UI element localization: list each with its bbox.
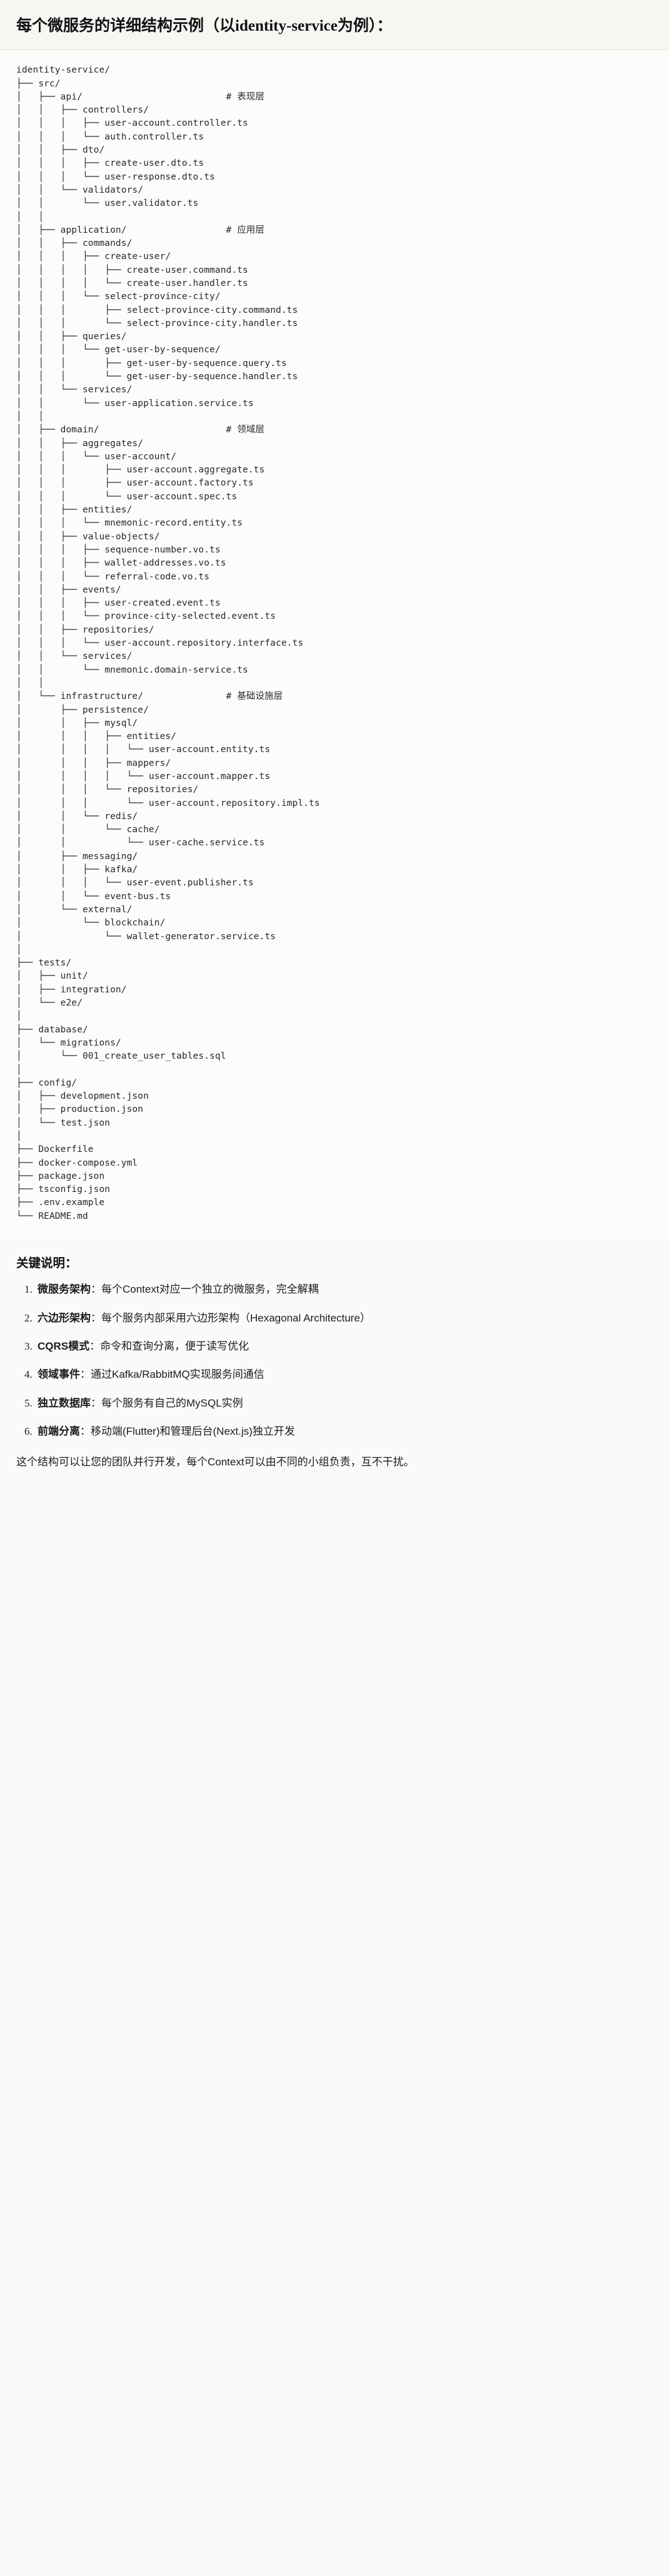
key-notes-heading: 关键说明：: [16, 1256, 78, 1271]
note-term: 微服务架构: [38, 1283, 91, 1296]
directory-tree-block: identity-service/ ├── src/ │ ├── api/ # …: [0, 50, 669, 1240]
note-term: 领域事件: [38, 1368, 80, 1381]
note-separator: ：: [80, 1368, 91, 1381]
list-item: CQRS模式：命令和查询分离，便于读写优化: [35, 1338, 653, 1355]
note-term: CQRS模式: [38, 1340, 90, 1353]
note-separator: ：: [91, 1397, 101, 1409]
note-description: 通过Kafka/RabbitMQ实现服务间通信: [91, 1368, 264, 1381]
list-item: 前端分离：移动端(Flutter)和管理后台(Next.js)独立开发: [35, 1423, 653, 1440]
note-description: 每个服务内部采用六边形架构（Hexagonal Architecture）: [101, 1311, 371, 1324]
note-description: 移动端(Flutter)和管理后台(Next.js)独立开发: [91, 1425, 295, 1438]
note-description: 命令和查询分离，便于读写优化: [100, 1340, 249, 1353]
list-item: 六边形架构：每个服务内部采用六边形架构（Hexagonal Architectu…: [35, 1310, 653, 1326]
note-separator: ：: [91, 1283, 101, 1296]
key-notes-section: 关键说明： 微服务架构：每个Context对应一个独立的微服务，完全解耦 六边形…: [0, 1240, 669, 1490]
note-separator: ：: [91, 1311, 101, 1324]
page-title: 每个微服务的详细结构示例（以identity-service为例）：: [16, 16, 653, 36]
page-title-prefix: 每个微服务的详细结构示例: [16, 17, 204, 34]
note-term: 六边形架构: [38, 1311, 91, 1324]
note-term: 独立数据库: [38, 1397, 91, 1409]
note-description: 每个Context对应一个独立的微服务，完全解耦: [101, 1283, 319, 1296]
key-notes-list: 微服务架构：每个Context对应一个独立的微服务，完全解耦 六边形架构：每个服…: [16, 1281, 653, 1440]
page-title-paren: （以identity-service为例）: [204, 18, 377, 34]
document-page: 每个微服务的详细结构示例（以identity-service为例）： ident…: [0, 0, 669, 1490]
page-title-colon: ：: [376, 17, 393, 34]
list-item: 独立数据库：每个服务有自己的MySQL实例: [35, 1395, 653, 1412]
note-separator: ：: [89, 1340, 101, 1353]
directory-tree: identity-service/ ├── src/ │ ├── api/ # …: [16, 65, 320, 1221]
list-item: 微服务架构：每个Context对应一个独立的微服务，完全解耦: [35, 1281, 653, 1298]
document-header: 每个微服务的详细结构示例（以identity-service为例）：: [0, 0, 669, 51]
note-term: 前端分离: [38, 1425, 80, 1438]
list-item: 领域事件：通过Kafka/RabbitMQ实现服务间通信: [35, 1367, 653, 1383]
note-separator: ：: [80, 1425, 91, 1438]
closing-paragraph: 这个结构可以让您的团队并行开发，每个Context可以由不同的小组负责，互不干扰…: [16, 1456, 415, 1469]
note-description: 每个服务有自己的MySQL实例: [101, 1397, 243, 1409]
